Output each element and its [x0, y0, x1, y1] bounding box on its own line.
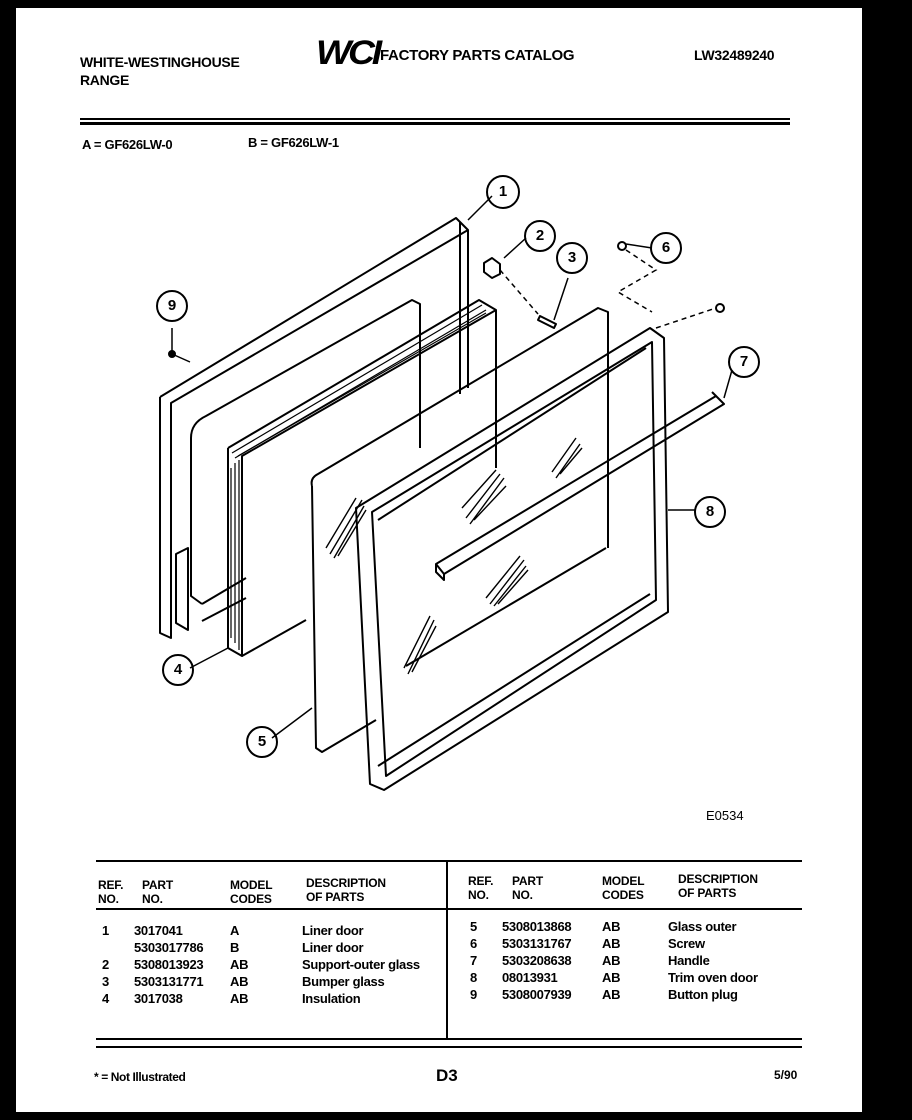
callout-1: 1 — [486, 175, 520, 209]
liner-door-part — [159, 217, 469, 639]
catalog-title: FACTORY PARTS CATALOG — [380, 47, 575, 64]
table-top-rule — [96, 860, 802, 862]
footer-rule — [96, 1046, 802, 1048]
model-b: B = GF626LW-1 — [248, 135, 339, 150]
page-code: D3 — [436, 1066, 458, 1085]
header-ref-left: REF.NO. — [98, 878, 124, 906]
callout-2: 2 — [524, 220, 556, 252]
revision-date: 5/90 — [774, 1068, 798, 1082]
catalog-number: LW32489240 — [694, 47, 775, 63]
callout-7: 7 — [728, 346, 760, 378]
support-bracket-part — [483, 257, 501, 279]
bumper-part — [537, 315, 557, 329]
model-a: A = GF626LW-0 — [82, 137, 173, 152]
wci-logo: WCI — [316, 34, 382, 72]
callout-6: 6 — [650, 232, 682, 264]
figure-code: E0534 — [706, 808, 744, 823]
table-header-rule — [96, 908, 802, 910]
oven-door-exploded-diagram — [159, 195, 733, 791]
glass-outer-part — [310, 307, 609, 753]
handle-part — [435, 391, 725, 581]
callout-3: 3 — [556, 242, 588, 274]
catalog-page: WHITE-WESTINGHOUSE RANGE WCI FACTORY PAR… — [16, 8, 862, 1112]
not-illustrated-note: * = Not Illustrated — [94, 1070, 186, 1084]
insulation-part — [227, 299, 497, 657]
trim-oven-door-part — [355, 327, 669, 791]
callout-8: 8 — [694, 496, 726, 528]
screw-part — [617, 241, 627, 251]
callout-5: 5 — [246, 726, 278, 758]
header-rule-bottom — [80, 122, 790, 125]
callout-4: 4 — [162, 654, 194, 686]
callout-9: 9 — [156, 290, 188, 322]
brand-subtitle: RANGE — [80, 72, 130, 88]
table-bottom-rule — [96, 1038, 802, 1040]
header-rule-top — [80, 118, 790, 120]
brand-title: WHITE-WESTINGHOUSE — [80, 54, 240, 70]
table-divider — [446, 860, 448, 1040]
header-ref-right: REF.NO. — [468, 874, 494, 902]
